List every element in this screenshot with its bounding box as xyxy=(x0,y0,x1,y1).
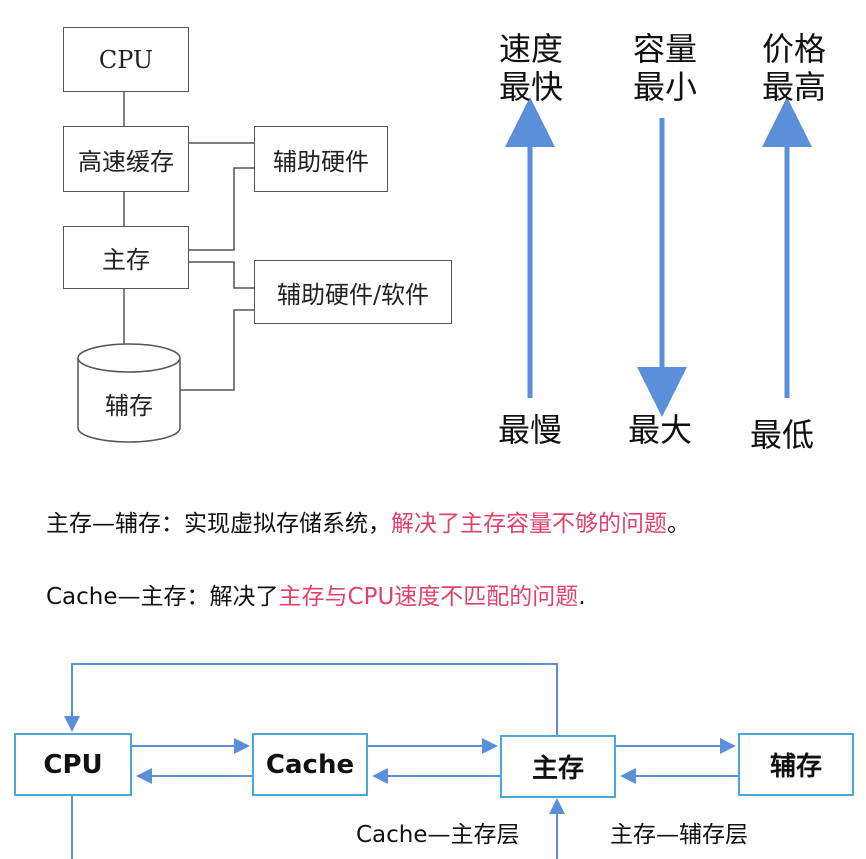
sentence2-highlight: 主存与CPU速度不匹配的问题 xyxy=(278,584,579,610)
flow-cpu-label: CPU xyxy=(43,749,103,780)
flow-main-box: 主存 xyxy=(500,735,616,798)
flow-aux-label: 辅存 xyxy=(769,752,822,782)
flow-cache-box: Cache xyxy=(252,733,368,796)
sentence1-suffix: 。 xyxy=(667,511,690,537)
cache-label: 高速缓存 xyxy=(78,147,174,176)
sentence1-highlight: 解决了主存容量不够的问题 xyxy=(391,511,667,537)
flow-main-label: 主存 xyxy=(531,754,584,784)
sentence-cache-main: Cache—主存：解决了主存与CPU速度不匹配的问题. xyxy=(46,577,586,611)
capacity-bottom-label: 最大 xyxy=(628,411,693,449)
aux-hw-box: 辅助硬件 xyxy=(254,126,388,192)
capacity-top-label: 容量 最小 xyxy=(632,30,697,106)
cache-main-layer-label: Cache—主存层 xyxy=(356,822,520,848)
main-memory-label: 主存 xyxy=(102,246,150,274)
aux-hw-sw-box: 辅助硬件/软件 xyxy=(254,260,452,324)
sentence2-prefix: Cache—主存：解决了 xyxy=(46,584,279,610)
flow-cache-label: Cache xyxy=(265,749,355,780)
sentence1-prefix: 主存—辅存：实现虚拟存储系统， xyxy=(46,511,391,537)
price-top-label: 价格 最高 xyxy=(761,30,826,106)
speed-bottom-label: 最慢 xyxy=(498,411,563,449)
aux-hw-label: 辅助硬件 xyxy=(273,147,369,176)
main-memory-box: 主存 xyxy=(63,226,189,289)
speed-top-label: 速度 最快 xyxy=(498,30,563,106)
main-aux-layer-label: 主存—辅存层 xyxy=(610,822,748,848)
aux-storage-cylinder: 辅存 xyxy=(78,378,180,428)
flow-cpu-box: CPU xyxy=(14,733,132,796)
sentence2-suffix: . xyxy=(578,584,586,610)
price-bottom-label: 最低 xyxy=(750,416,815,454)
flow-aux-box: 辅存 xyxy=(738,733,854,796)
cache-box: 高速缓存 xyxy=(63,126,189,192)
cpu-box: CPU xyxy=(63,27,189,92)
aux-storage-label: 辅存 xyxy=(105,391,153,420)
cpu-label: CPU xyxy=(98,45,154,74)
sentence-main-aux: 主存—辅存：实现虚拟存储系统，解决了主存容量不够的问题。 xyxy=(46,504,690,538)
aux-hw-sw-label: 辅助硬件/软件 xyxy=(276,280,430,309)
